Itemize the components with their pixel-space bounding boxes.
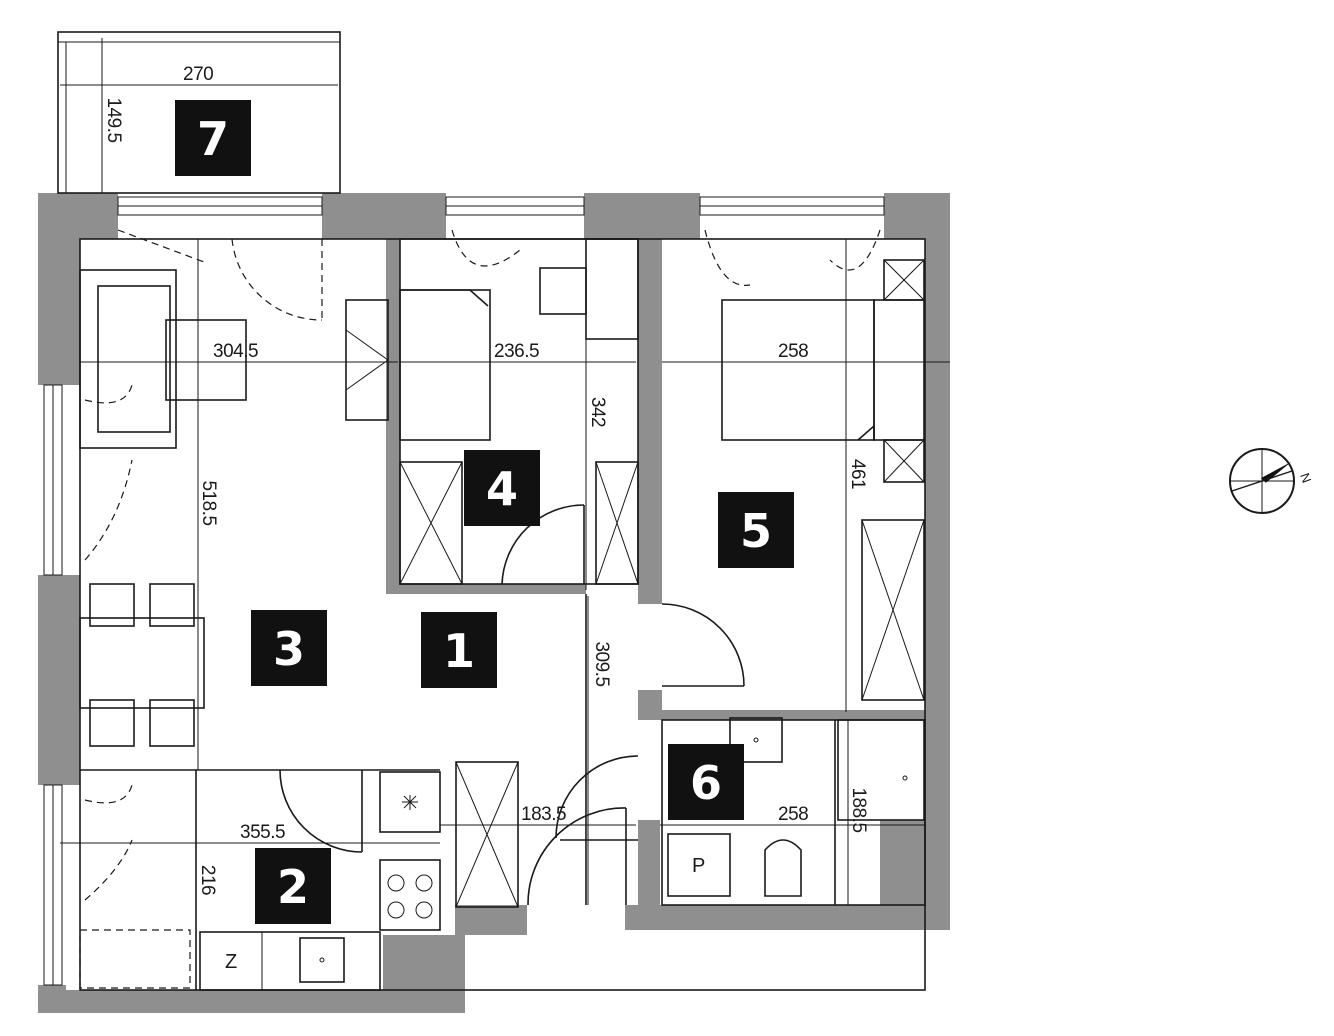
room-badge-7: 7 bbox=[175, 100, 251, 176]
dim-hall-length: 309.5 bbox=[591, 641, 612, 686]
windows bbox=[43, 196, 885, 986]
dim-living-length: 518.5 bbox=[198, 480, 219, 525]
room-badge-2: 2 bbox=[255, 848, 331, 924]
north-label: N bbox=[1297, 471, 1314, 485]
washer-label: P bbox=[692, 855, 705, 877]
dim-bedroom4-width: 236.5 bbox=[494, 341, 539, 362]
room-badges: 7 4 5 3 1 6 2 bbox=[175, 100, 794, 924]
room-number-4: 4 bbox=[486, 462, 518, 516]
dim-bedroom4-length: 342 bbox=[587, 397, 608, 427]
dim-bedroom5-width: 258 bbox=[778, 341, 808, 362]
room-number-2: 2 bbox=[277, 860, 309, 914]
fridge-label: Z bbox=[225, 951, 237, 973]
dim-bedroom5-length: 461 bbox=[847, 459, 868, 489]
room-badge-1: 1 bbox=[421, 612, 497, 688]
dim-hall-width: 183.5 bbox=[521, 804, 566, 825]
room-number-1: 1 bbox=[443, 624, 475, 678]
doors bbox=[79, 229, 881, 989]
balcony bbox=[57, 31, 341, 194]
compass-icon: N bbox=[1229, 448, 1314, 514]
room-badge-4: 4 bbox=[464, 450, 540, 526]
walls bbox=[38, 193, 950, 1013]
dim-kitchen-width: 355.5 bbox=[240, 822, 285, 843]
room-number-5: 5 bbox=[740, 504, 772, 558]
dim-bathroom-width: 258 bbox=[778, 804, 808, 825]
room-number-7: 7 bbox=[197, 112, 229, 166]
dimension-labels: 270 149.5 304.5 518.5 236.5 342 258 461 … bbox=[103, 64, 869, 895]
dim-bathroom-length: 188.5 bbox=[848, 787, 869, 832]
dim-kitchen-length: 216 bbox=[197, 865, 218, 895]
room-badge-5: 5 bbox=[718, 492, 794, 568]
room-badge-6: 6 bbox=[668, 744, 744, 820]
room-badge-3: 3 bbox=[251, 610, 327, 686]
dimension-lines bbox=[60, 38, 950, 988]
room-number-6: 6 bbox=[690, 756, 722, 810]
room-number-3: 3 bbox=[273, 622, 305, 676]
dim-balcony-depth: 149.5 bbox=[103, 97, 124, 142]
dim-living-width: 304.5 bbox=[213, 341, 258, 362]
furniture bbox=[79, 238, 925, 991]
dim-balcony-width: 270 bbox=[183, 64, 213, 85]
